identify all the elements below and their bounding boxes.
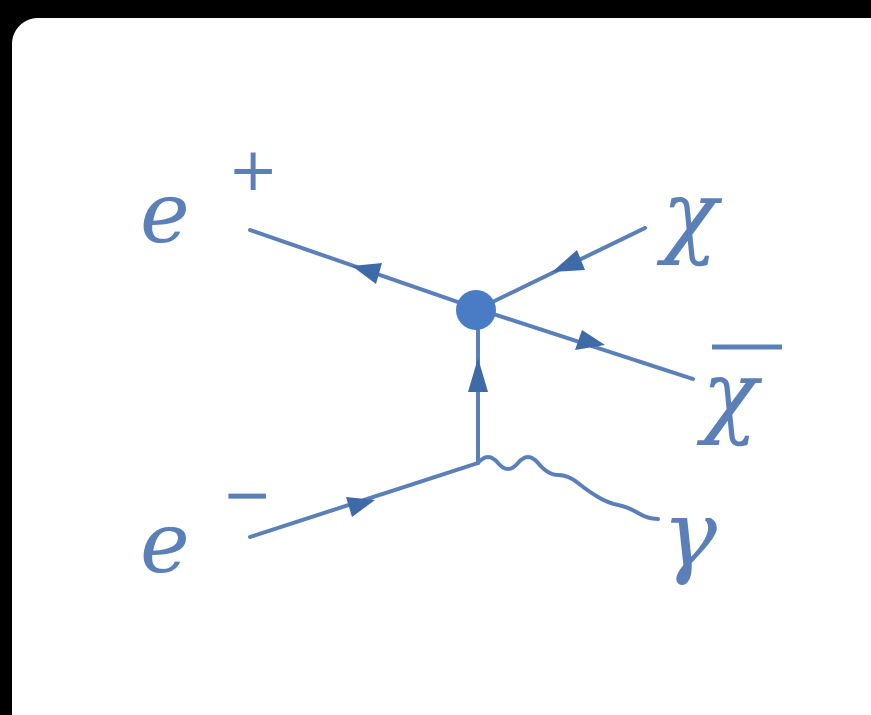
diagram-background: [12, 18, 871, 715]
positron-label: e +: [140, 135, 278, 262]
positron-charge: +: [228, 135, 278, 205]
photon-line: [476, 455, 660, 521]
electron-symbol: e: [140, 494, 190, 592]
chi-arrow: [552, 250, 585, 272]
electron-charge: −: [222, 460, 272, 530]
virtual-electron-arrow: [468, 358, 488, 392]
interaction-vertex: [456, 290, 496, 330]
photon-label: γ: [662, 481, 718, 588]
positron-symbol: e: [140, 164, 190, 262]
chibar-arrow: [575, 330, 605, 350]
chibar-symbol: χ: [696, 341, 763, 448]
positron-arrow: [352, 263, 382, 284]
chi-label: χ: [656, 161, 723, 268]
electron-arrow: [346, 497, 375, 517]
chibar-label: χ: [696, 341, 782, 448]
electron-label: e −: [140, 460, 272, 592]
